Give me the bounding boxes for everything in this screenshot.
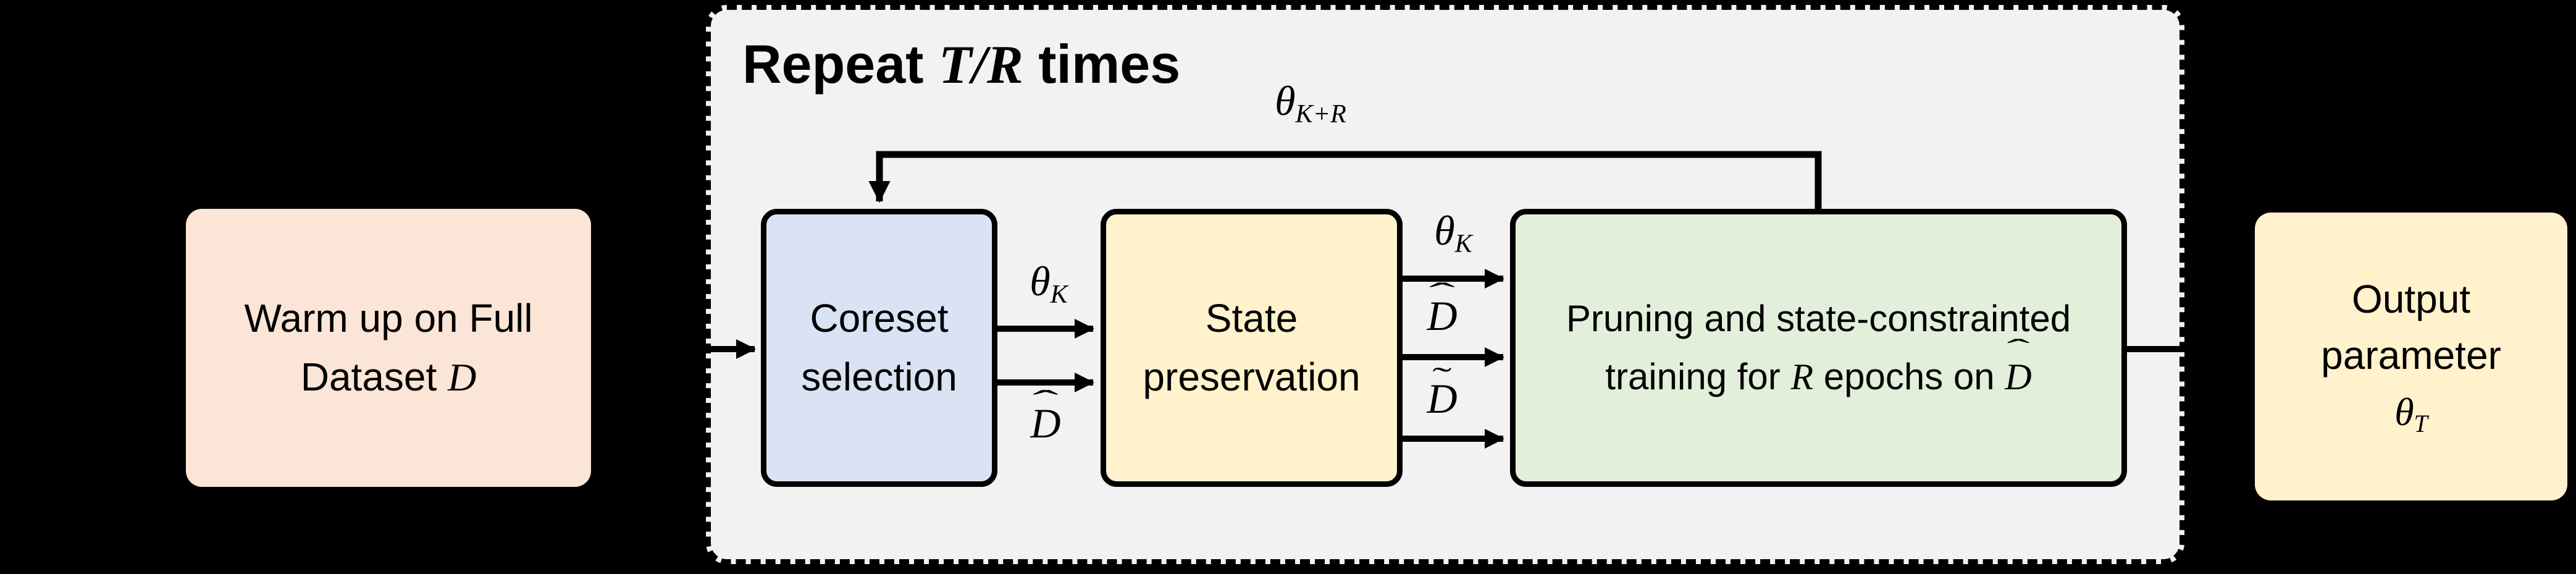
- coreset-selection-box: Coreset selection: [761, 209, 997, 487]
- dataset-D-symbol: D: [448, 355, 477, 399]
- epochs-R-symbol: R: [1790, 356, 1814, 397]
- label-theta-K-state-out: θK: [1434, 207, 1472, 258]
- repeat-loop-title: Repeat T/R times: [742, 33, 1181, 95]
- output-line2: parameter: [2321, 333, 2501, 378]
- label-theta-K-coreset-out: θK: [1030, 258, 1068, 309]
- warmup-line1: Warm up on Full: [244, 295, 533, 340]
- state-line1: State: [1205, 296, 1298, 341]
- repeat-title-pre: Repeat: [742, 33, 939, 95]
- output-line1: Output: [2351, 277, 2471, 322]
- output-parameter-box: Output parameter θT: [2255, 213, 2567, 500]
- state-preservation-box: State preservation: [1101, 209, 1403, 487]
- coreset-line1: Coreset: [810, 296, 949, 341]
- pruning-training-box: Pruning and state-constrainted training …: [1510, 209, 2127, 487]
- pruning-line1: Pruning and state-constrainted: [1566, 297, 2071, 339]
- state-line2: preservation: [1143, 355, 1361, 399]
- coreset-line2: selection: [801, 355, 957, 399]
- repeat-title-post: times: [1023, 33, 1181, 95]
- output-line3: θT: [2394, 390, 2428, 438]
- repeat-title-math-TR: T/R: [938, 35, 1023, 95]
- label-theta-K-plus-R-feedback: θK+R: [1275, 77, 1346, 129]
- warmup-line2: Dataset D: [300, 354, 477, 399]
- theta-T-symbol: θ: [2394, 390, 2414, 434]
- label-D-tilde-state-out: ˜D: [1427, 361, 1458, 422]
- warmup-box: Warm up on Full Dataset D: [186, 209, 591, 487]
